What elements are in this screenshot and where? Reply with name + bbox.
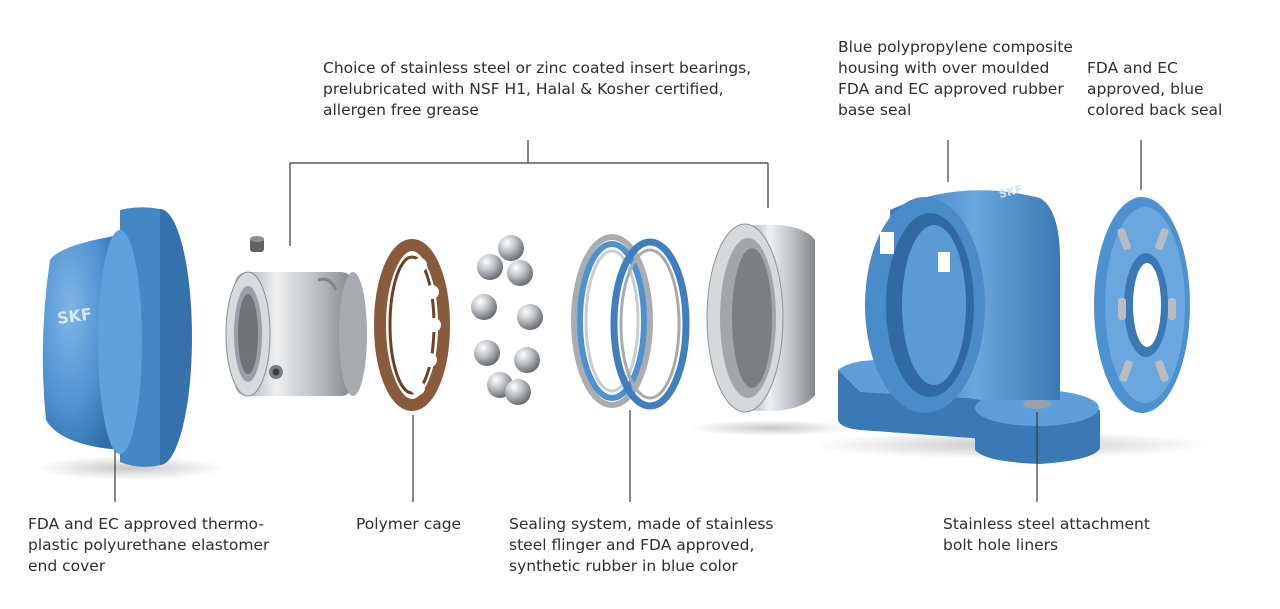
label-bolt-liners: Stainless steel attachment bolt hole lin…	[943, 515, 1150, 554]
polymer-cage	[374, 239, 450, 411]
end-cover-shadow	[35, 456, 225, 480]
housing: SKF	[838, 182, 1100, 464]
set-screw	[250, 236, 264, 252]
housing-brand-logo: SKF	[998, 182, 1024, 200]
brand-logo: SKF	[56, 304, 93, 328]
sealing-system	[571, 234, 690, 410]
leader-lines	[114, 140, 1142, 502]
label-sealing-system: Sealing system, made of stainless steel …	[509, 515, 774, 575]
back-seal	[1094, 197, 1190, 413]
label-housing: Blue polypropylene composite housing wit…	[838, 38, 1073, 119]
end-cover: SKF	[42, 207, 192, 467]
label-back-seal: FDA and EC approved, blue colored back s…	[1087, 59, 1223, 119]
outer-ring	[706, 223, 815, 413]
label-cage: Polymer cage	[356, 515, 462, 533]
inner-ring	[225, 271, 367, 397]
outer-ring-shadow	[690, 420, 850, 436]
ball-set	[471, 235, 543, 405]
label-insert-bearings: Choice of stainless steel or zinc coated…	[323, 59, 752, 119]
label-end-cover: FDA and EC approved thermo- plastic poly…	[28, 515, 270, 575]
